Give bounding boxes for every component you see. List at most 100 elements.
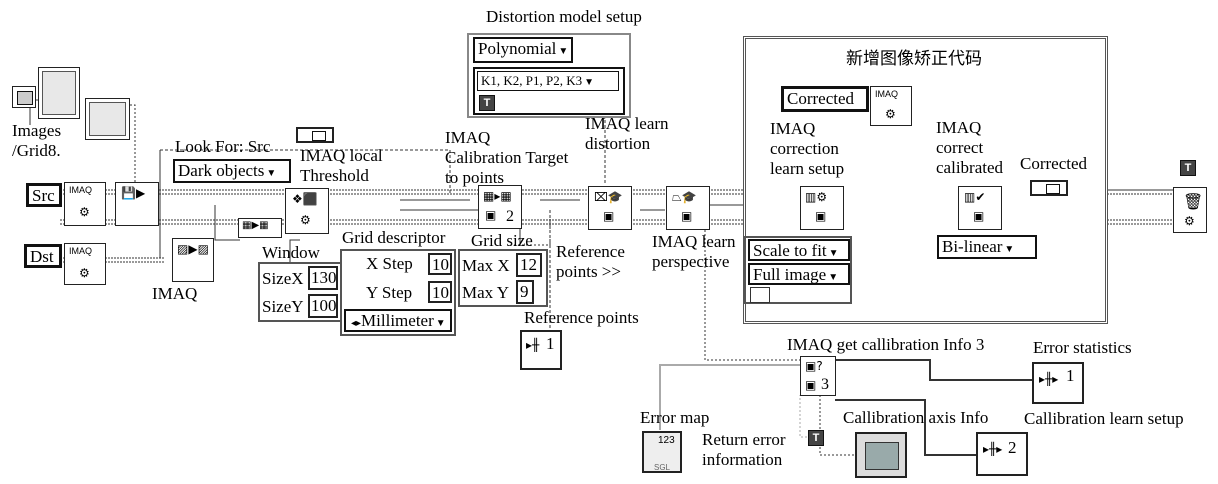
max-x-field[interactable]: 12 — [516, 253, 542, 277]
grid-descriptor-cluster: X Step 10 Y Step 10 ◂▸Millimeter▼ — [340, 249, 456, 336]
imaq-learn-perspective-node[interactable]: ⏢🎓 ▣ — [666, 186, 710, 230]
build-path-2-icon — [85, 98, 130, 140]
wire-loop-top — [160, 149, 451, 195]
scale-to-fit-value: Scale to fit — [753, 241, 827, 260]
wire-dst — [60, 257, 165, 263]
size-y-field[interactable]: 100 — [308, 294, 338, 318]
error-stats-index: 1 — [1066, 366, 1075, 385]
millimeter-dropdown[interactable]: ◂▸Millimeter▼ — [344, 309, 452, 332]
error-map-123: 123 — [658, 435, 675, 446]
imaq-calibration-label: IMAQ Calibration Target to points — [445, 128, 569, 187]
error-map-label: Error map — [640, 408, 710, 427]
wire-info-right — [835, 359, 1035, 381]
k-params-dropdown[interactable]: K1, K2, P1, P2, K3▼ — [477, 71, 619, 91]
imaq-corrected-text: IMAQ — [875, 89, 899, 99]
imaq-src-text: IMAQ — [69, 185, 93, 195]
calibration-learn-setup-indicator: ▸╫▸ 2 — [976, 432, 1028, 476]
full-image-value: Full image — [753, 265, 827, 284]
window-cluster: SizeX 130 SizeY 100 — [258, 262, 342, 322]
return-error-label: Return error information — [702, 430, 786, 469]
full-image-dropdown[interactable]: Full image▼ — [748, 263, 850, 285]
question-icon: ▣? — [805, 359, 823, 373]
size-y-label: SizeY — [262, 297, 304, 316]
wire-info-down — [819, 395, 860, 456]
k-params-box: K1, K2, P1, P2, K3▼ T — [473, 67, 625, 115]
imaq-correct-calibrated-label: IMAQ correct calibrated — [936, 118, 1004, 177]
get-calibration-subscript: 3 — [821, 376, 829, 393]
bilinear-dropdown[interactable]: Bi-linear▼ — [937, 235, 1037, 259]
reference-points-label: Reference points — [524, 308, 639, 327]
return-error-true-constant-icon[interactable]: T — [808, 430, 824, 446]
scale-to-fit-dropdown[interactable]: Scale to fit▼ — [748, 239, 850, 261]
error-map-indicator: 123 SGL — [642, 431, 682, 473]
enum-arrows-icon: ◂▸ — [351, 318, 362, 329]
dropdown-arrow-icon: ▼ — [558, 46, 569, 57]
dropdown-arrow-icon: ▼ — [266, 168, 277, 179]
max-x-label: Max X — [462, 256, 510, 275]
imaq-correction-learn-setup-node[interactable]: ▥⚙ ▣ — [800, 186, 844, 230]
calibration-axis-info-indicator — [855, 432, 907, 478]
polynomial-value: Polynomial — [478, 39, 557, 58]
wire-window — [289, 239, 300, 270]
gear-icon: ⚙ — [300, 213, 311, 227]
extract-icon: ▨▶▨ — [177, 242, 209, 256]
learn-setup-cluster: Scale to fit▼ Full image▼ — [744, 236, 852, 304]
corrected-image-constant[interactable]: Corrected — [781, 86, 869, 112]
calibration-axis-info-label: Callibration axis Info — [843, 408, 989, 427]
calibration-icon: ▣ — [485, 208, 497, 222]
y-step-field[interactable]: 10 — [428, 281, 452, 303]
grid-to-points-icon: ▦▸▦ — [483, 189, 512, 203]
imaq-dst-text: IMAQ — [69, 246, 93, 256]
learn-setup-toggle[interactable] — [750, 287, 770, 303]
imaq-local-threshold-node[interactable]: ❖⬛ ⚙ — [285, 188, 329, 234]
dropdown-arrow-icon: ▼ — [435, 318, 446, 329]
imaq-learn-distortion-node[interactable]: ⌧🎓 ▣ — [588, 186, 632, 230]
corrected-image-indicator — [1030, 180, 1068, 196]
imaq-get-calibration-node[interactable]: ▣? ▣ 3 — [800, 356, 836, 396]
grid-descriptor-label: Grid descriptor — [342, 228, 446, 247]
max-y-field[interactable]: 9 — [516, 280, 534, 304]
error-map-sgl: SGL — [654, 463, 671, 472]
imaq-get-calibration-label: IMAQ get callibration Info 3 — [787, 335, 985, 354]
learn-setup-index: 2 — [1008, 438, 1017, 457]
error-statistics-label: Error statistics — [1033, 338, 1132, 357]
gear-icon: ⚙ — [1184, 214, 1195, 228]
polynomial-dropdown[interactable]: Polynomial▼ — [473, 37, 573, 63]
dispose-true-constant-icon[interactable]: T — [1180, 160, 1196, 176]
imaq-learn-perspective-label: IMAQ learn perspective — [652, 232, 736, 271]
imaq-extract-node[interactable]: ▨▶▨ — [172, 238, 214, 282]
wire-info-right2 — [835, 399, 980, 456]
correct-icon: ▥✔ — [964, 190, 986, 204]
dst-control[interactable]: Dst — [24, 244, 62, 268]
ref-index: 1 — [546, 334, 555, 353]
x-step-field[interactable]: 10 — [428, 253, 452, 275]
grid-size-cluster: Max X 12 Max Y 9 — [458, 249, 548, 307]
reference-points-arrow-label: Reference points >> — [556, 242, 625, 281]
imaq-correct-calibrated-node[interactable]: ▥✔ ▣ — [958, 186, 1002, 230]
wire-threshold — [214, 205, 240, 241]
wire-learn-down — [704, 210, 800, 361]
size-x-field[interactable]: 130 — [308, 266, 338, 290]
dark-objects-dropdown[interactable]: Dark objects▼ — [173, 159, 291, 183]
distortion-icon: ⌧🎓 — [594, 190, 623, 204]
dropdown-arrow-icon: ▼ — [828, 248, 839, 259]
imaq-create-corrected-node[interactable]: IMAQ ⚙ — [870, 86, 912, 126]
src-control[interactable]: Src — [26, 183, 62, 207]
imaq-create-src-node[interactable]: IMAQ ⚙ — [64, 182, 106, 226]
dropdown-arrow-icon: ▼ — [828, 272, 839, 283]
wire-errmap — [659, 364, 800, 430]
imaq-create-dst-node[interactable]: IMAQ ⚙ — [64, 243, 106, 285]
true-constant-icon[interactable]: T — [479, 95, 495, 111]
imaq-calibration-target-node[interactable]: ▦▸▦ ▣ 2 — [478, 185, 522, 229]
imaq-read-file-node[interactable]: 💾▶ — [115, 182, 159, 226]
axis-info-cluster-icon — [865, 442, 899, 470]
distortion-setup-cluster: Polynomial▼ K1, K2, P1, P2, K3▼ T — [467, 33, 631, 118]
path-constant-icon — [12, 86, 36, 108]
imaq-dispose-node[interactable]: 🗑 ⚙ — [1173, 187, 1207, 233]
millimeter-value: Millimeter — [361, 311, 434, 330]
build-path-icon — [38, 67, 80, 119]
distortion-model-setup-title: Distortion model setup — [486, 7, 642, 26]
y-step-label: Y Step — [366, 283, 413, 302]
reference-points-indicator: ▸╫ 1 — [520, 330, 562, 370]
perspective-icon: ⏢🎓 — [672, 190, 697, 204]
